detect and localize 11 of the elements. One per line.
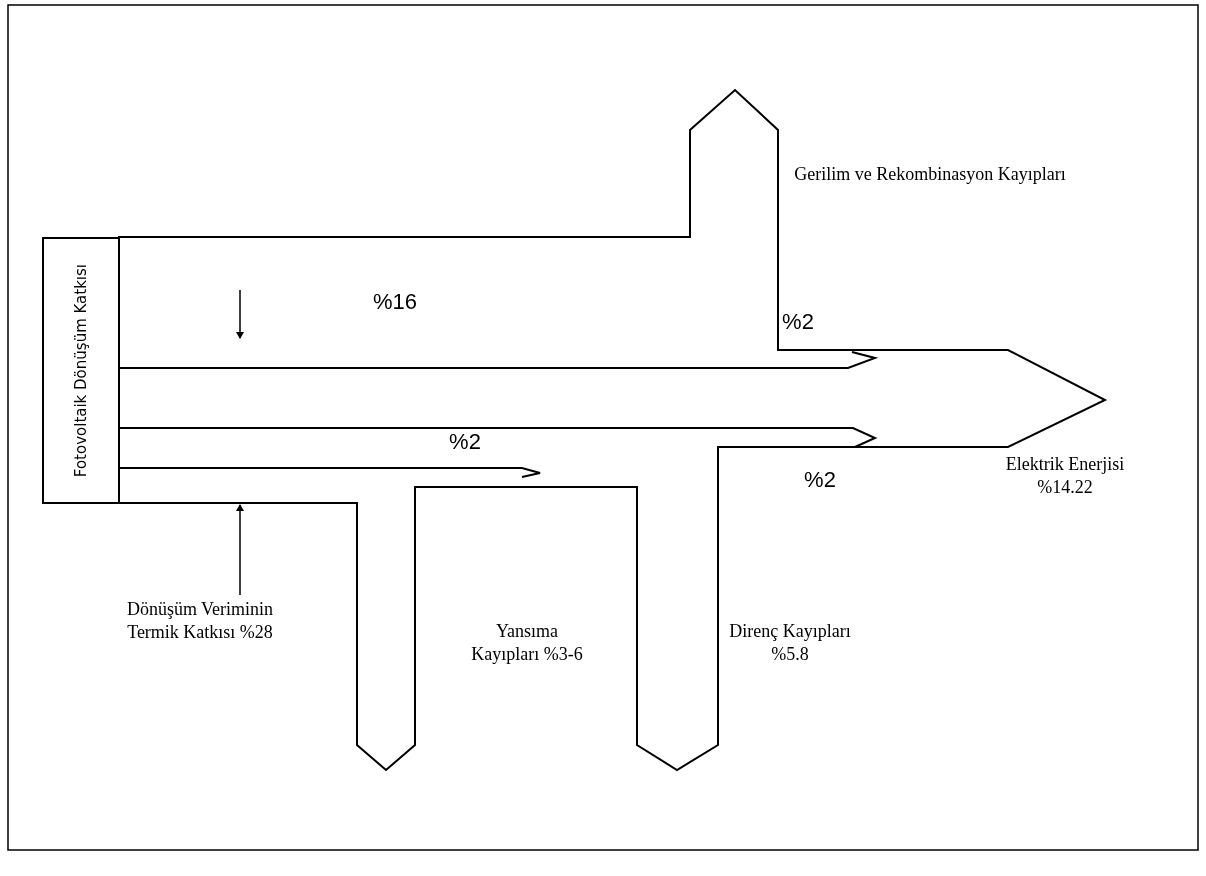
flow-label: Yansıma Kayıpları %3-6 (470, 620, 584, 665)
process-box (42, 237, 120, 504)
flow-label: Gerilim ve Rekombinasyon Kayıpları (793, 163, 1067, 186)
flow-label: Direnç Kayıpları %5.8 (728, 620, 852, 665)
flow-label: Dönüşüm Veriminin Termik Katkısı %28 (125, 598, 275, 643)
percent-label: %2 (803, 466, 837, 494)
percent-label: %16 (371, 288, 418, 316)
percent-label: %2 (448, 428, 482, 456)
percent-label: %2 (781, 308, 815, 336)
box-title: Fotovoltaik Dönüşüm Katkısı (72, 263, 90, 478)
flow-label: Elektrik Enerjisi %14.22 (1004, 453, 1126, 498)
